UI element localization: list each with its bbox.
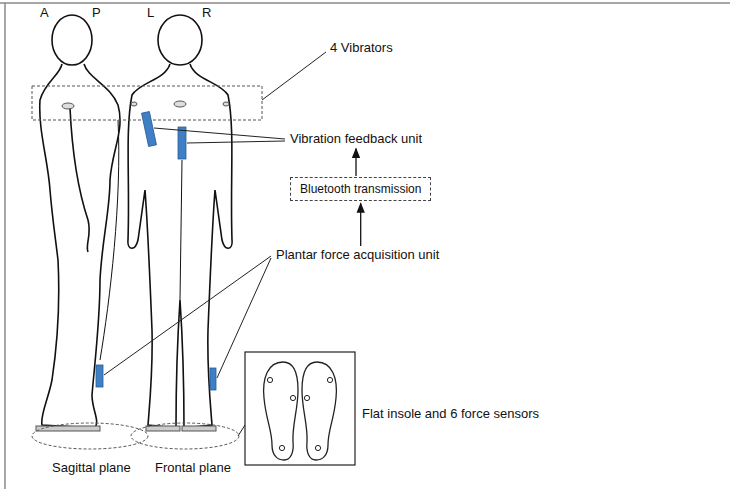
plane-caption: Frontal plane (155, 460, 231, 476)
flow-arrow (360, 203, 361, 246)
axis-letter: A (40, 5, 49, 21)
node-text: Bluetooth transmission (300, 182, 421, 196)
part-label: 4 Vibrators (330, 40, 393, 56)
flow-arrow (355, 149, 356, 176)
unit-label: Vibration feedback unit (290, 131, 422, 147)
node-text: Vibration feedback unit (290, 131, 422, 147)
axis-letter: R (202, 5, 211, 21)
unit-label: Plantar force acquisition unit (276, 247, 439, 263)
axis-letter: L (147, 5, 154, 21)
sagittal-figure (36, 15, 120, 431)
process-box: Bluetooth transmission (290, 177, 431, 201)
sensor-unit (96, 112, 216, 390)
axis-letter: P (92, 5, 101, 21)
frame-line (0, 2, 730, 4)
vibrator (62, 101, 229, 109)
insole-inset (245, 352, 355, 465)
frame-line (4, 3, 6, 489)
plane-caption: Sagittal plane (52, 460, 131, 476)
plane-region (32, 423, 239, 449)
part-label: Flat insole and 6 force sensors (362, 406, 539, 422)
frontal-figure (128, 15, 232, 431)
node-text: Plantar force acquisition unit (276, 247, 439, 263)
